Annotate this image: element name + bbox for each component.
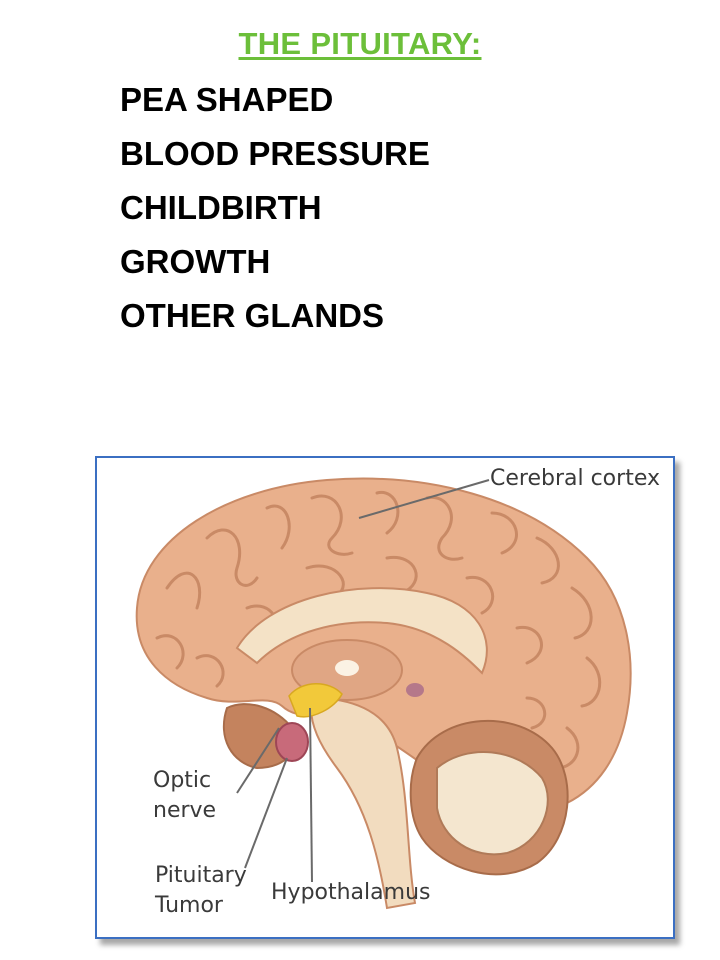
bullet-item-other-glands: OTHER GLANDS — [120, 297, 384, 334]
ventricle-shape — [335, 660, 359, 676]
bullet-item-childbirth: CHILDBIRTH — [120, 189, 322, 226]
brainstem-shape — [310, 696, 417, 910]
bullet-list: PEA SHAPED BLOOD PRESSURE CHILDBIRTH GRO… — [120, 80, 430, 350]
label-pituitary-tumor-line1: Pituitary — [155, 863, 247, 888]
arbor-vitae-shape — [436, 751, 549, 856]
pituitary-tumor-shape — [275, 722, 309, 762]
corpus-callosum-shape — [235, 587, 488, 675]
gyri-folds — [155, 491, 602, 770]
brain-diagram-figure: Cerebral cortex Optic nerve Pituitary Tu… — [95, 456, 675, 939]
label-pituitary-tumor-line2: Tumor — [155, 893, 223, 918]
pineal-shape — [406, 683, 424, 697]
label-optic-nerve-line1: Optic — [153, 768, 212, 793]
label-hypothalamus: Hypothalamus — [271, 880, 431, 905]
label-leader-lines — [236, 479, 490, 883]
label-optic-nerve-line2: nerve — [153, 798, 217, 823]
label-optic-nerve: Optic nerve — [153, 766, 243, 826]
label-cerebral-cortex: Cerebral cortex — [490, 466, 660, 491]
label-pituitary-tumor: Pituitary Tumor — [155, 861, 265, 921]
brain-illustration — [135, 477, 632, 910]
bullet-item-pea-shaped: PEA SHAPED — [120, 81, 334, 118]
hypothalamus-region-shape — [288, 683, 343, 718]
bullet-item-growth: GROWTH — [120, 243, 271, 280]
page-title: THE PITUITARY: — [238, 26, 482, 61]
bullet-item-blood-pressure: BLOOD PRESSURE — [120, 135, 430, 172]
